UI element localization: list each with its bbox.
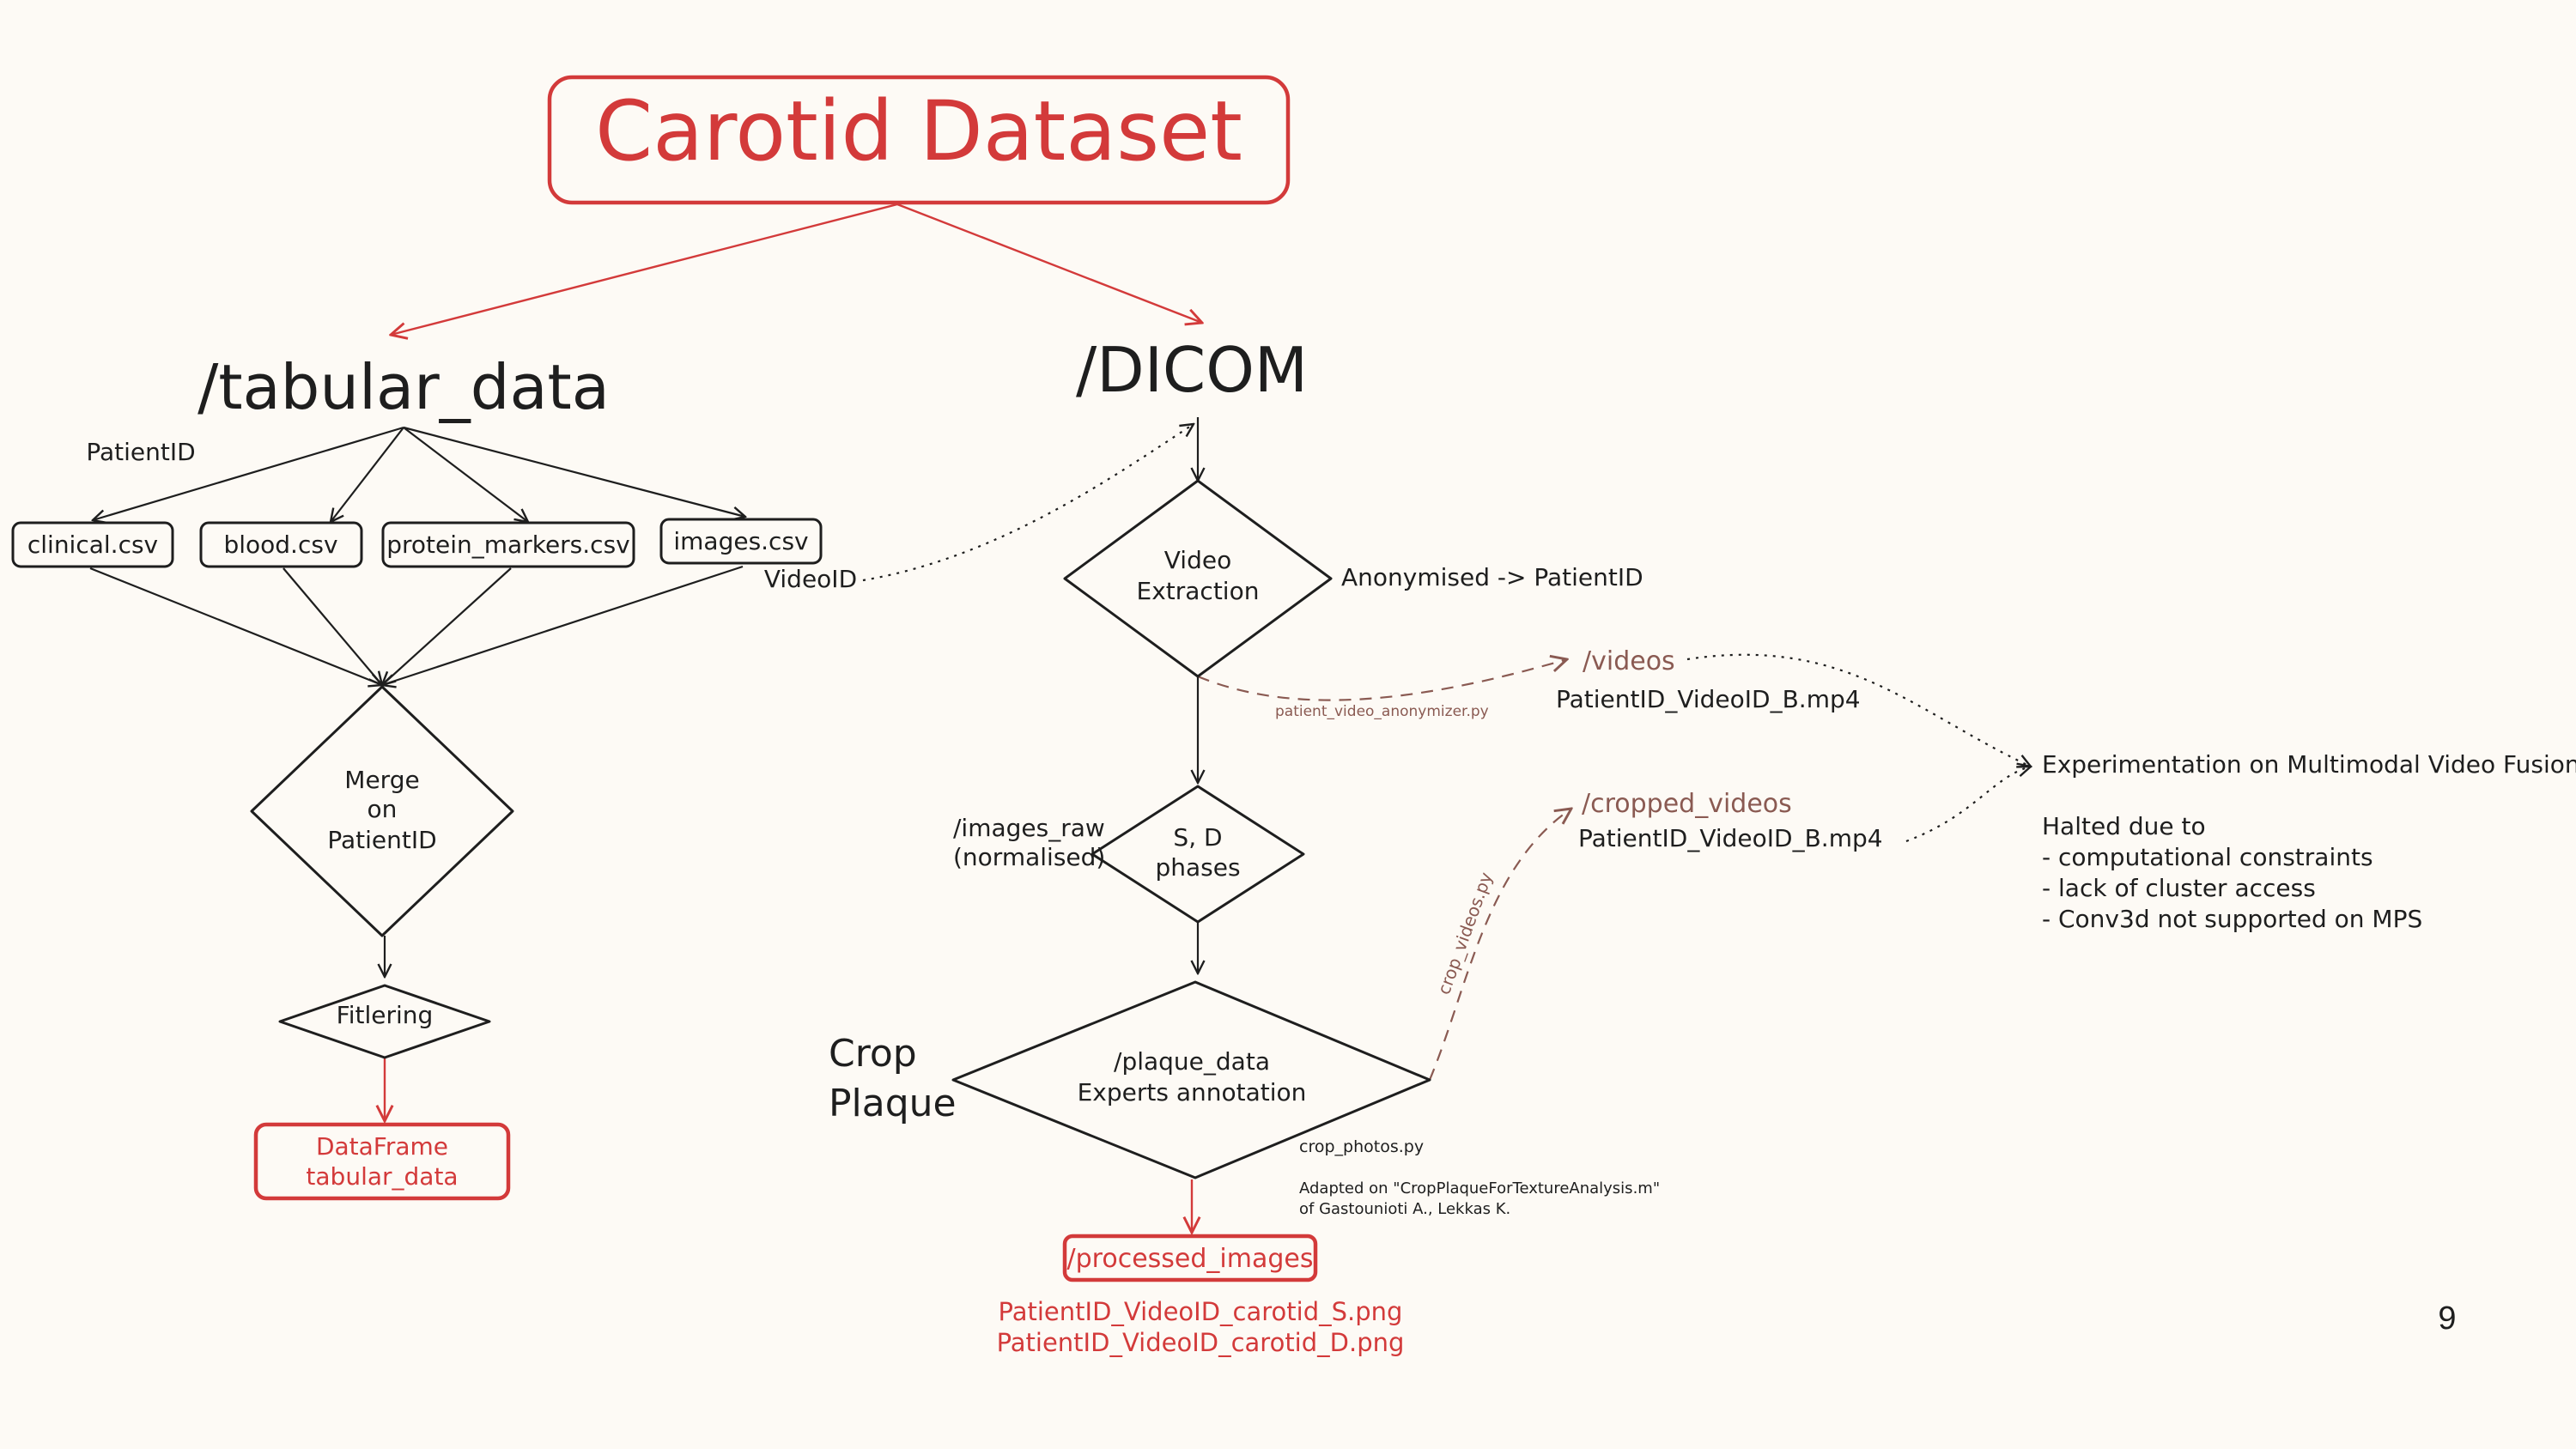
images-raw-label-1: /images_raw [953, 814, 1105, 842]
arrow-tabular-to-images [403, 426, 745, 517]
clinical-csv-label: clinical.csv [27, 530, 158, 559]
arrow-images-to-merge [382, 565, 744, 685]
filter-diamond [278, 984, 491, 1059]
arrow-protein-to-merge [382, 567, 512, 685]
phases-label-2: phases [1155, 853, 1240, 882]
title-box [547, 75, 1291, 205]
dataframe-output-label-1: DataFrame [316, 1132, 448, 1161]
protein-markers-csv-box [381, 521, 635, 568]
merge-label-1: Merge [344, 766, 419, 794]
blood-csv-label: blood.csv [223, 530, 337, 559]
phases-diamond [1091, 785, 1305, 924]
cropped-videos-folder-label: /cropped_videos [1582, 789, 1792, 819]
clinical-csv-box [11, 521, 174, 568]
crop-plaque-label-1: Crop [829, 1032, 917, 1076]
adapted-note-line-2: of Gastounioti A., Lekkas K. [1299, 1200, 1510, 1218]
merge-diamond [250, 685, 514, 937]
images-raw-label-2: (normalised) [953, 843, 1105, 871]
arrow-title-to-dicom [896, 203, 1202, 323]
diagram-title: Carotid Dataset [595, 83, 1242, 179]
arrow-tabular-to-blood [331, 427, 404, 522]
fusion-heading: Experimentation on Multimodal Video Fusi… [2042, 750, 2576, 779]
merge-label-2: on [368, 795, 398, 823]
halted-reason-2: - lack of cluster access [2042, 874, 2316, 902]
filter-label: Fitlering [337, 1001, 434, 1029]
arrow-plaque-to-cropped [1428, 809, 1571, 1081]
arrow-blood-to-merge [283, 567, 382, 685]
phases-label-1: S, D [1173, 823, 1222, 852]
crop-plaque-label-2: Plaque [829, 1082, 957, 1125]
plaque-data-label-1: /plaque_data [1114, 1047, 1270, 1076]
anonymizer-script-label: patient_video_anonymizer.py [1275, 703, 1489, 720]
cropped-videos-file-label: PatientID_VideoID_B.mp4 [1578, 824, 1883, 852]
merge-label-3: PatientID [327, 826, 436, 854]
halted-reason-3: - Conv3d not supported on MPS [2042, 905, 2422, 933]
crop-photos-script-label: crop_photos.py [1299, 1137, 1424, 1156]
video-extraction-label-2: Extraction [1137, 577, 1260, 605]
arrow-tabular-to-protein [403, 427, 528, 522]
video-extraction-diamond [1063, 479, 1333, 678]
edges [89, 203, 2031, 1233]
blood-csv-box [199, 521, 363, 568]
arrow-tabular-to-clinical [93, 426, 404, 520]
halted-reason-1: - computational constraints [2042, 843, 2373, 871]
protein-markers-csv-label: protein_markers.csv [386, 530, 629, 559]
link-cropped-to-fusion [1905, 767, 2031, 843]
tabular-heading: /tabular_data [197, 351, 610, 423]
processed-file-d: PatientID_VideoID_carotid_D.png [997, 1328, 1405, 1357]
processed-images-box [1062, 1234, 1318, 1282]
link-videos-to-fusion [1686, 653, 2031, 767]
patientid-key-label: PatientID [86, 438, 195, 466]
videos-folder-label: /videos [1583, 646, 1675, 676]
arrow-extraction-to-videos [1197, 659, 1567, 701]
dataframe-output-label-2: tabular_data [306, 1162, 458, 1191]
images-csv-label: images.csv [673, 527, 808, 555]
processed-file-s: PatientID_VideoID_carotid_S.png [999, 1297, 1403, 1326]
halted-label: Halted due to [2042, 812, 2206, 840]
arrow-title-to-tabular [391, 203, 898, 335]
videos-file-label: PatientID_VideoID_B.mp4 [1556, 685, 1861, 713]
arrow-clinical-to-merge [89, 567, 382, 685]
adapted-note-line-1: Adapted on "CropPlaqueForTextureAnalysis… [1299, 1179, 1660, 1197]
plaque-data-label-2: Experts annotation [1078, 1078, 1307, 1106]
processed-images-label: /processed_images [1067, 1244, 1314, 1274]
videoid-link-label: VideoID [764, 565, 857, 593]
plaque-data-diamond [951, 980, 1431, 1179]
video-extraction-label-1: Video [1164, 546, 1231, 574]
dataframe-output-box [253, 1122, 511, 1201]
page-number: 9 [2438, 1300, 2457, 1337]
anonymised-note: Anonymised -> PatientID [1341, 563, 1643, 591]
link-videoid-to-dicom [862, 424, 1194, 582]
images-csv-box [659, 518, 823, 565]
dicom-heading: /DICOM [1076, 334, 1308, 406]
